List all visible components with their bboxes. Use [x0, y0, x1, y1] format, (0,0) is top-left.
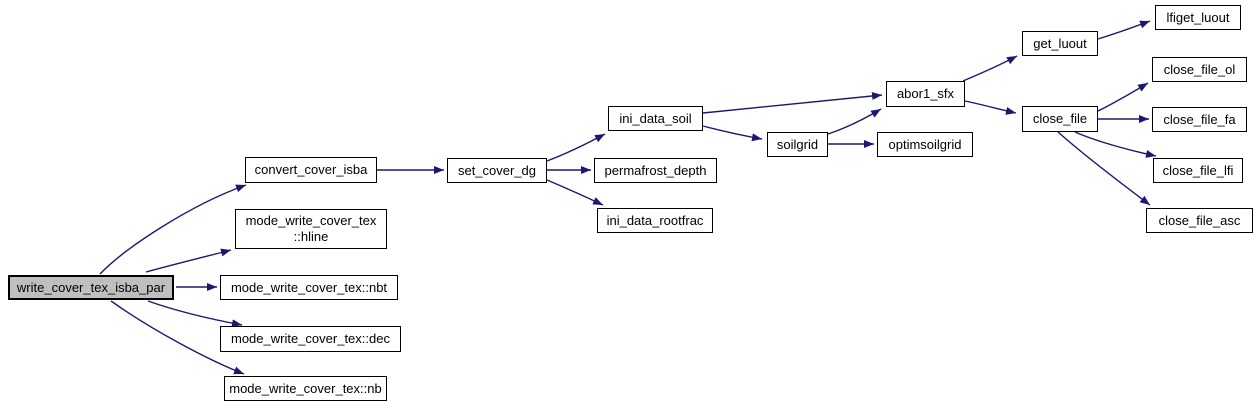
node-close_file_lfi[interactable]: close_file_lfi [1153, 158, 1243, 183]
edge-write_cover_tex_isba_par-convert_cover_isba [99, 184, 247, 275]
node-optimsoilgrid[interactable]: optimsoilgrid [877, 132, 973, 157]
node-get_luout[interactable]: get_luout [1022, 31, 1098, 56]
node-ini_data_soil[interactable]: ini_data_soil [608, 106, 703, 131]
edge-set_cover_dg-ini_data_soil [546, 133, 606, 162]
node-set_cover_dg[interactable]: set_cover_dg [447, 158, 547, 183]
edge-ini_data_soil-soilgrid [702, 125, 763, 142]
node-permafrost_depth[interactable]: permafrost_depth [594, 158, 717, 183]
node-write_cover_tex_isba_par: write_cover_tex_isba_par [8, 275, 174, 300]
node-close_file_asc[interactable]: close_file_asc [1146, 208, 1253, 233]
node-ini_data_rootfrac[interactable]: ini_data_rootfrac [597, 208, 713, 233]
node-mode_write_cover_tex_nbt[interactable]: mode_write_cover_tex::nbt [220, 275, 398, 300]
edge-write_cover_tex_isba_par-mode_write_cover_tex_dec [147, 300, 243, 328]
node-mode_write_cover_tex_hline[interactable]: mode_write_cover_tex ::hline [235, 209, 387, 249]
edge-abor1_sfx-close_file [964, 100, 1017, 115]
edge-soilgrid-abor1_sfx [827, 108, 882, 135]
node-mode_write_cover_tex_nb[interactable]: mode_write_cover_tex::nb [224, 376, 387, 401]
node-close_file[interactable]: close_file [1022, 106, 1098, 132]
node-close_file_fa[interactable]: close_file_fa [1152, 107, 1247, 132]
node-convert_cover_isba[interactable]: convert_cover_isba [245, 157, 377, 183]
edge-ini_data_soil-abor1_sfx [702, 92, 883, 114]
node-lfiget_luout[interactable]: lfiget_luout [1155, 5, 1241, 30]
edge-close_file-close_file_asc [1057, 131, 1151, 206]
edge-close_file-close_file_lfi [1074, 131, 1157, 158]
edge-close_file-close_file_ol [1097, 82, 1149, 112]
node-mode_write_cover_tex_dec[interactable]: mode_write_cover_tex::dec [220, 326, 401, 352]
node-close_file_ol[interactable]: close_file_ol [1152, 57, 1247, 82]
node-soilgrid[interactable]: soilgrid [767, 132, 828, 157]
node-abor1_sfx[interactable]: abor1_sfx [886, 81, 965, 107]
edge-set_cover_dg-ini_data_rootfrac [546, 179, 604, 206]
edge-get_luout-lfiget_luout [1097, 20, 1151, 40]
edge-write_cover_tex_isba_par-mode_write_cover_tex_hline [145, 248, 232, 273]
edge-abor1_sfx-get_luout [962, 55, 1018, 82]
